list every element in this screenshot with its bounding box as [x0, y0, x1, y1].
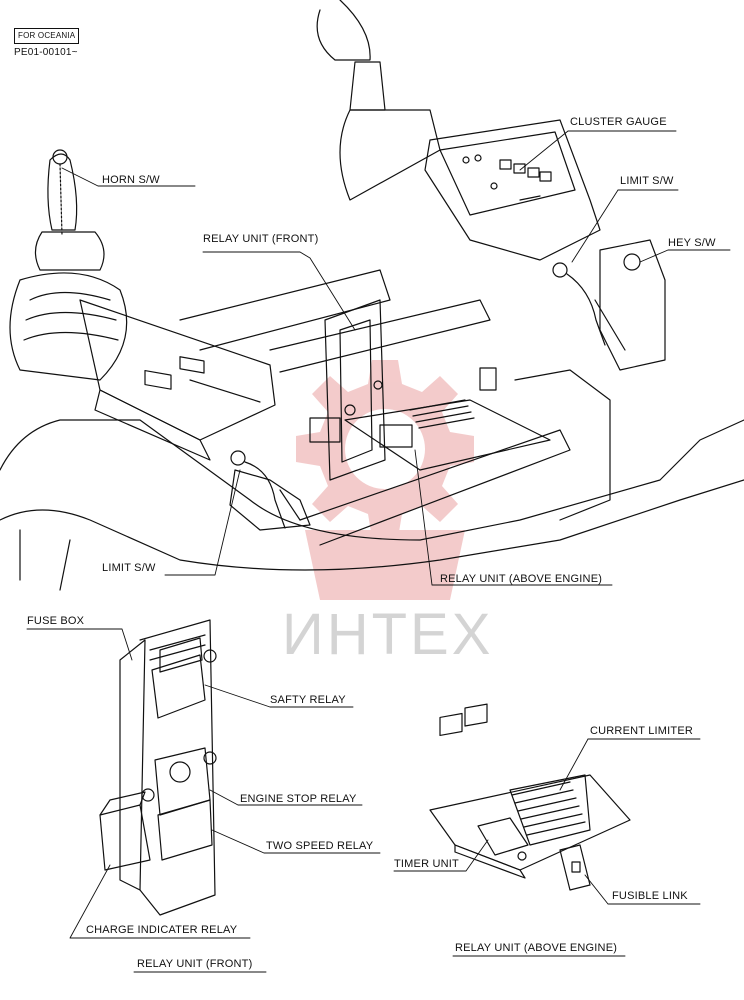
horn-switch-icon	[52, 149, 68, 165]
label-engine-stop-relay: ENGINE STOP RELAY	[240, 793, 357, 805]
leader-lines-bottom-right	[393, 738, 701, 905]
relay-unit-above-engine-detail	[429, 703, 631, 891]
console-illustration	[0, 0, 744, 591]
watermark-text: ИНТЕХ	[282, 602, 494, 667]
safety-relay-icon	[151, 654, 206, 719]
label-two-speed-relay: TWO SPEED RELAY	[266, 840, 374, 852]
label-horn-sw: HORN S/W	[102, 174, 160, 186]
current-limiter-icon	[511, 781, 586, 836]
label-charge-indicater-relay: CHARGE INDICATER RELAY	[86, 924, 238, 936]
key-switch-icon	[623, 253, 641, 271]
frame-rail	[179, 269, 391, 351]
relay-plate	[429, 774, 631, 871]
leader-lines-top	[61, 130, 731, 586]
label-current-limiter: CURRENT LIMITER	[590, 725, 694, 737]
label-relay-unit-front: RELAY UNIT (FRONT)	[203, 233, 319, 245]
limit-switch-right-icon	[552, 262, 568, 278]
caption-relay-unit-front: RELAY UNIT (FRONT)	[137, 958, 253, 970]
relay-unit-front-detail	[99, 619, 217, 916]
label-fuse-box: FUSE BOX	[27, 615, 85, 627]
leader-lines-bottom-left	[26, 628, 381, 939]
caption-relay-unit-above-engine: RELAY UNIT (ABOVE ENGINE)	[455, 942, 618, 954]
charge-indicator-relay-icon	[99, 804, 151, 871]
key-switch-housing	[599, 239, 666, 371]
label-limit-sw-left: LIMIT S/W	[102, 562, 156, 574]
watermark-gear-icon	[296, 360, 474, 600]
label-hey-sw: HEY S/W	[668, 237, 716, 249]
relay-bracket-front	[324, 299, 386, 481]
label-relay-unit-above-engine: RELAY UNIT (ABOVE ENGINE)	[440, 573, 603, 585]
label-fusible-link: FUSIBLE LINK	[612, 890, 688, 902]
two-speed-relay-icon	[157, 799, 213, 861]
fuse-box-body	[119, 639, 146, 891]
label-limit-sw-right: LIMIT S/W	[620, 175, 674, 187]
left-lever	[47, 153, 78, 231]
timer-unit-icon	[477, 817, 529, 856]
label-cluster-gauge: CLUSTER GAUGE	[570, 116, 667, 128]
left-console-box	[79, 299, 276, 441]
label-safty-relay: SAFTY RELAY	[270, 694, 346, 706]
limit-switch-left-icon	[230, 450, 246, 466]
label-timer-unit: TIMER UNIT	[394, 858, 459, 870]
region-tag: FOR OCEANIA	[14, 28, 80, 44]
serial-range: PE01-00101~	[14, 47, 78, 58]
right-lever	[316, 0, 371, 61]
fusible-link-icon	[559, 844, 591, 891]
seat-outline	[0, 419, 744, 541]
